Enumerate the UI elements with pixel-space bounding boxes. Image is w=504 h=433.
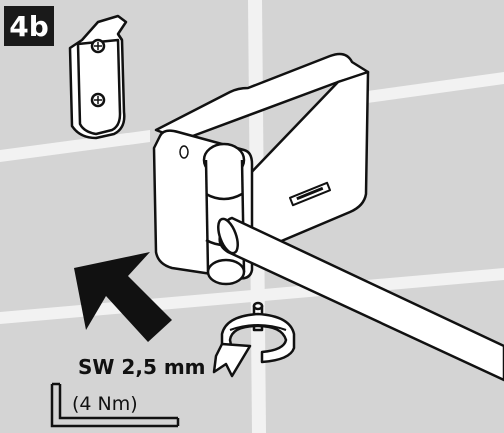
allen-key-icon [50,382,180,428]
tool-size-label: SW 2,5 mm [78,355,206,379]
rotate-arrow-icon [212,301,296,378]
push-arrow-icon [74,252,172,342]
step-badge: 4b [4,6,54,46]
support-bar [217,216,504,382]
pivot-cylinder [202,142,246,286]
mounting-bracket-icon [68,14,128,140]
mount-housing [152,52,370,280]
torque-label: (4 Nm) [72,393,138,415]
